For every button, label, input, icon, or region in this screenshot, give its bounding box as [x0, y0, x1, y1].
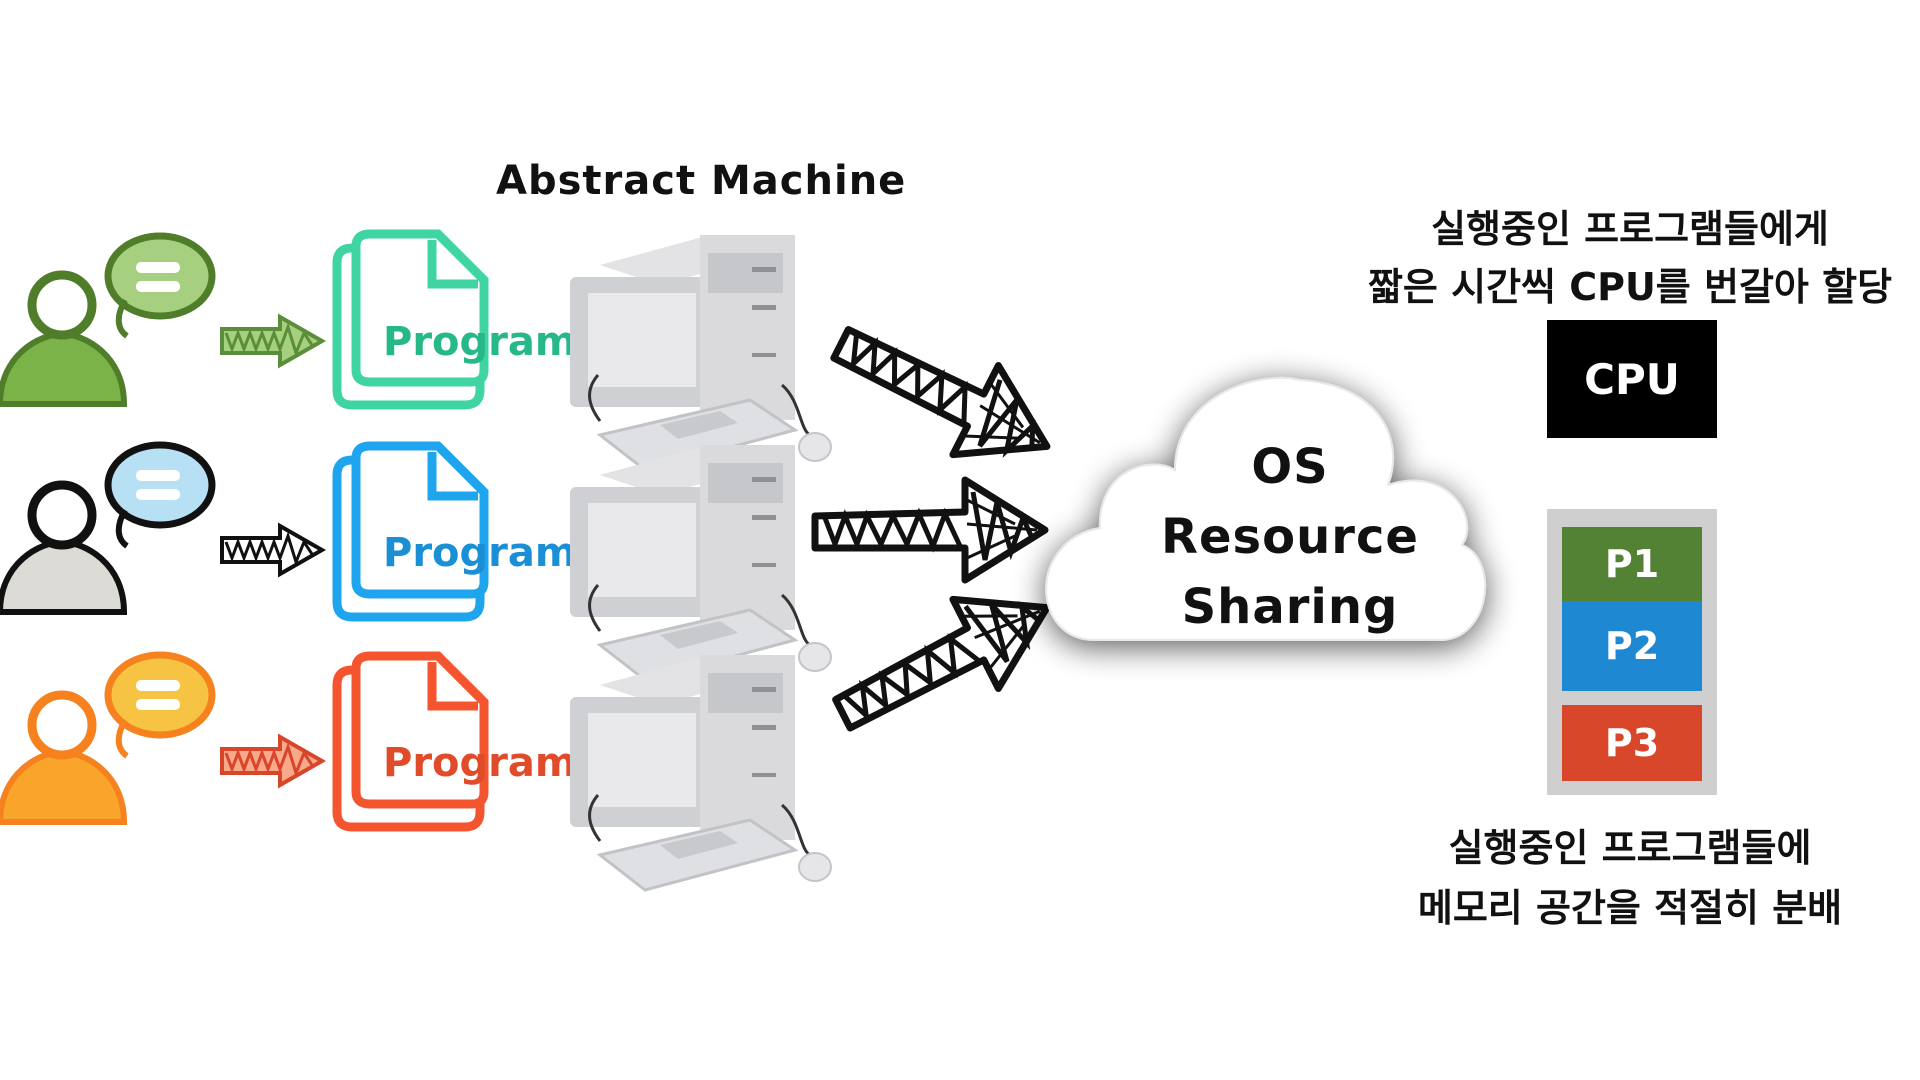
- program-doc-green-icon: [332, 229, 489, 410]
- abstract-machine-title: Abstract Machine: [496, 158, 907, 204]
- program-label-red: Program: [383, 740, 577, 786]
- small-arrow-black: [220, 522, 327, 578]
- process-p1-label: P1: [1604, 542, 1660, 586]
- mem-desc-line-1: 실행중인 프로그램들에: [1448, 826, 1812, 870]
- process-p2: P2: [1562, 601, 1702, 691]
- mem-desc-line-2: 메모리 공간을 적절히 분배: [1417, 886, 1843, 930]
- process-p2-label: P2: [1604, 624, 1660, 668]
- big-arrow-bottom: [819, 563, 1069, 757]
- program-label-green: Program: [383, 319, 577, 365]
- cpu-label: CPU: [1584, 354, 1680, 404]
- user-icon-black: [0, 441, 216, 615]
- computer-icon-1: [568, 233, 833, 472]
- cpu-description: 실행중인 프로그램들에게 짧은 시간씩 CPU를 번갈아 할당: [1330, 200, 1920, 316]
- program-label-blue: Program: [383, 530, 577, 576]
- program-doc-red-icon: [332, 651, 489, 832]
- process-p1: P1: [1562, 527, 1702, 601]
- process-p3: P3: [1562, 705, 1702, 781]
- cloud-label: OS Resource Sharing: [1080, 432, 1500, 642]
- cloud-line-sharing: Sharing: [1181, 579, 1399, 635]
- computer-icon-2: [568, 443, 833, 682]
- os-cloud-icon: [1045, 376, 1487, 641]
- user-icon-green: [0, 232, 216, 407]
- memory-box: P1 P2 P3: [1547, 509, 1717, 795]
- big-arrow-middle: [815, 480, 1045, 580]
- program-doc-blue-icon: [332, 441, 489, 622]
- process-p3-label: P3: [1604, 721, 1660, 765]
- cloud-line-resource: Resource: [1161, 509, 1419, 565]
- cpu-box: CPU: [1547, 320, 1717, 438]
- user-icon-orange: [0, 651, 216, 825]
- cloud-line-os: OS: [1251, 439, 1329, 495]
- memory-description: 실행중인 프로그램들에 메모리 공간을 적절히 분배: [1380, 818, 1880, 938]
- cpu-desc-line-1: 실행중인 프로그램들에게: [1431, 207, 1829, 251]
- computer-icon-3: [568, 653, 833, 892]
- cpu-desc-line-2: 짧은 시간씩 CPU를 번갈아 할당: [1367, 265, 1893, 309]
- small-arrow-orange: [220, 733, 327, 789]
- small-arrow-green: [220, 313, 327, 369]
- big-arrow-top: [819, 297, 1069, 491]
